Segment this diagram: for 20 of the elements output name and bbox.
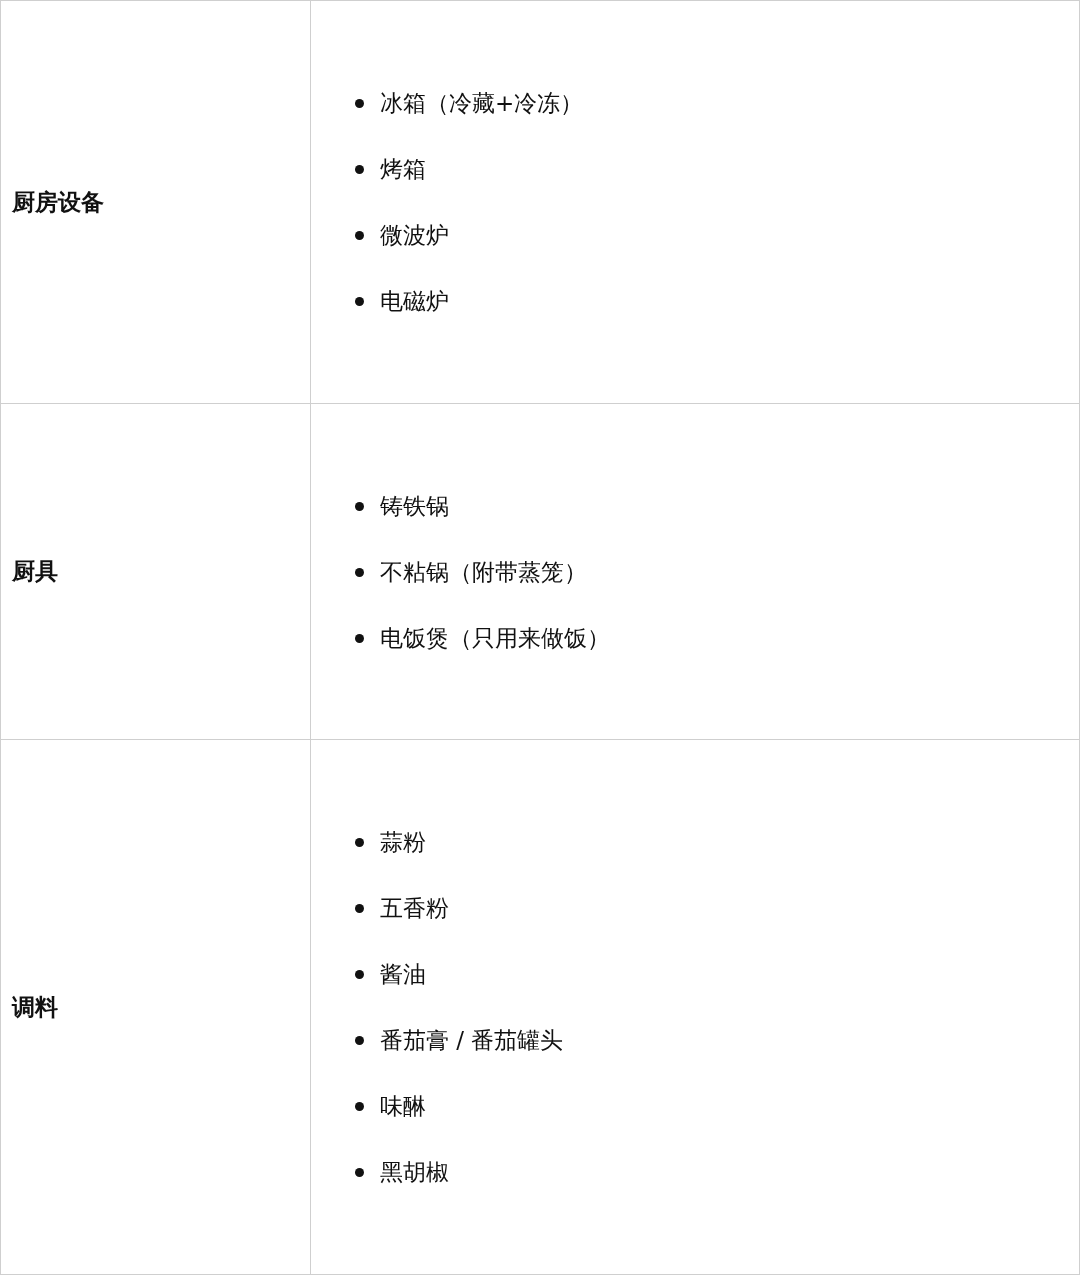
bullet-item: 蒜粉 <box>355 826 426 858</box>
bullet-item: 铸铁锅 <box>355 489 449 522</box>
bullet-item: 冰箱（冷藏+冷冻） <box>355 87 584 119</box>
category-label: 厨具 <box>12 557 59 586</box>
bullet-item: 微波炉 <box>355 219 449 251</box>
bullet-item: 电饭煲（只用来做饭） <box>355 621 610 654</box>
bullet-item: 黑胡椒 <box>355 1156 449 1188</box>
category-label: 调料 <box>12 992 59 1022</box>
table-cell <box>310 739 1080 1275</box>
table-cell <box>0 739 311 1275</box>
table-cell <box>310 0 1080 404</box>
bullet-item: 酱油 <box>355 958 426 990</box>
table-cell <box>0 0 311 404</box>
category-label: 厨房设备 <box>12 187 105 217</box>
bullet-item: 电磁炉 <box>355 285 449 317</box>
bullet-item: 五香粉 <box>355 892 449 924</box>
bullet-item: 烤箱 <box>355 153 426 185</box>
bullet-item: 味醂 <box>355 1090 426 1122</box>
bullet-item: 番茄膏 / 番茄罐头 <box>355 1024 564 1056</box>
bullet-item: 不粘锅（附带蒸笼） <box>355 555 587 588</box>
